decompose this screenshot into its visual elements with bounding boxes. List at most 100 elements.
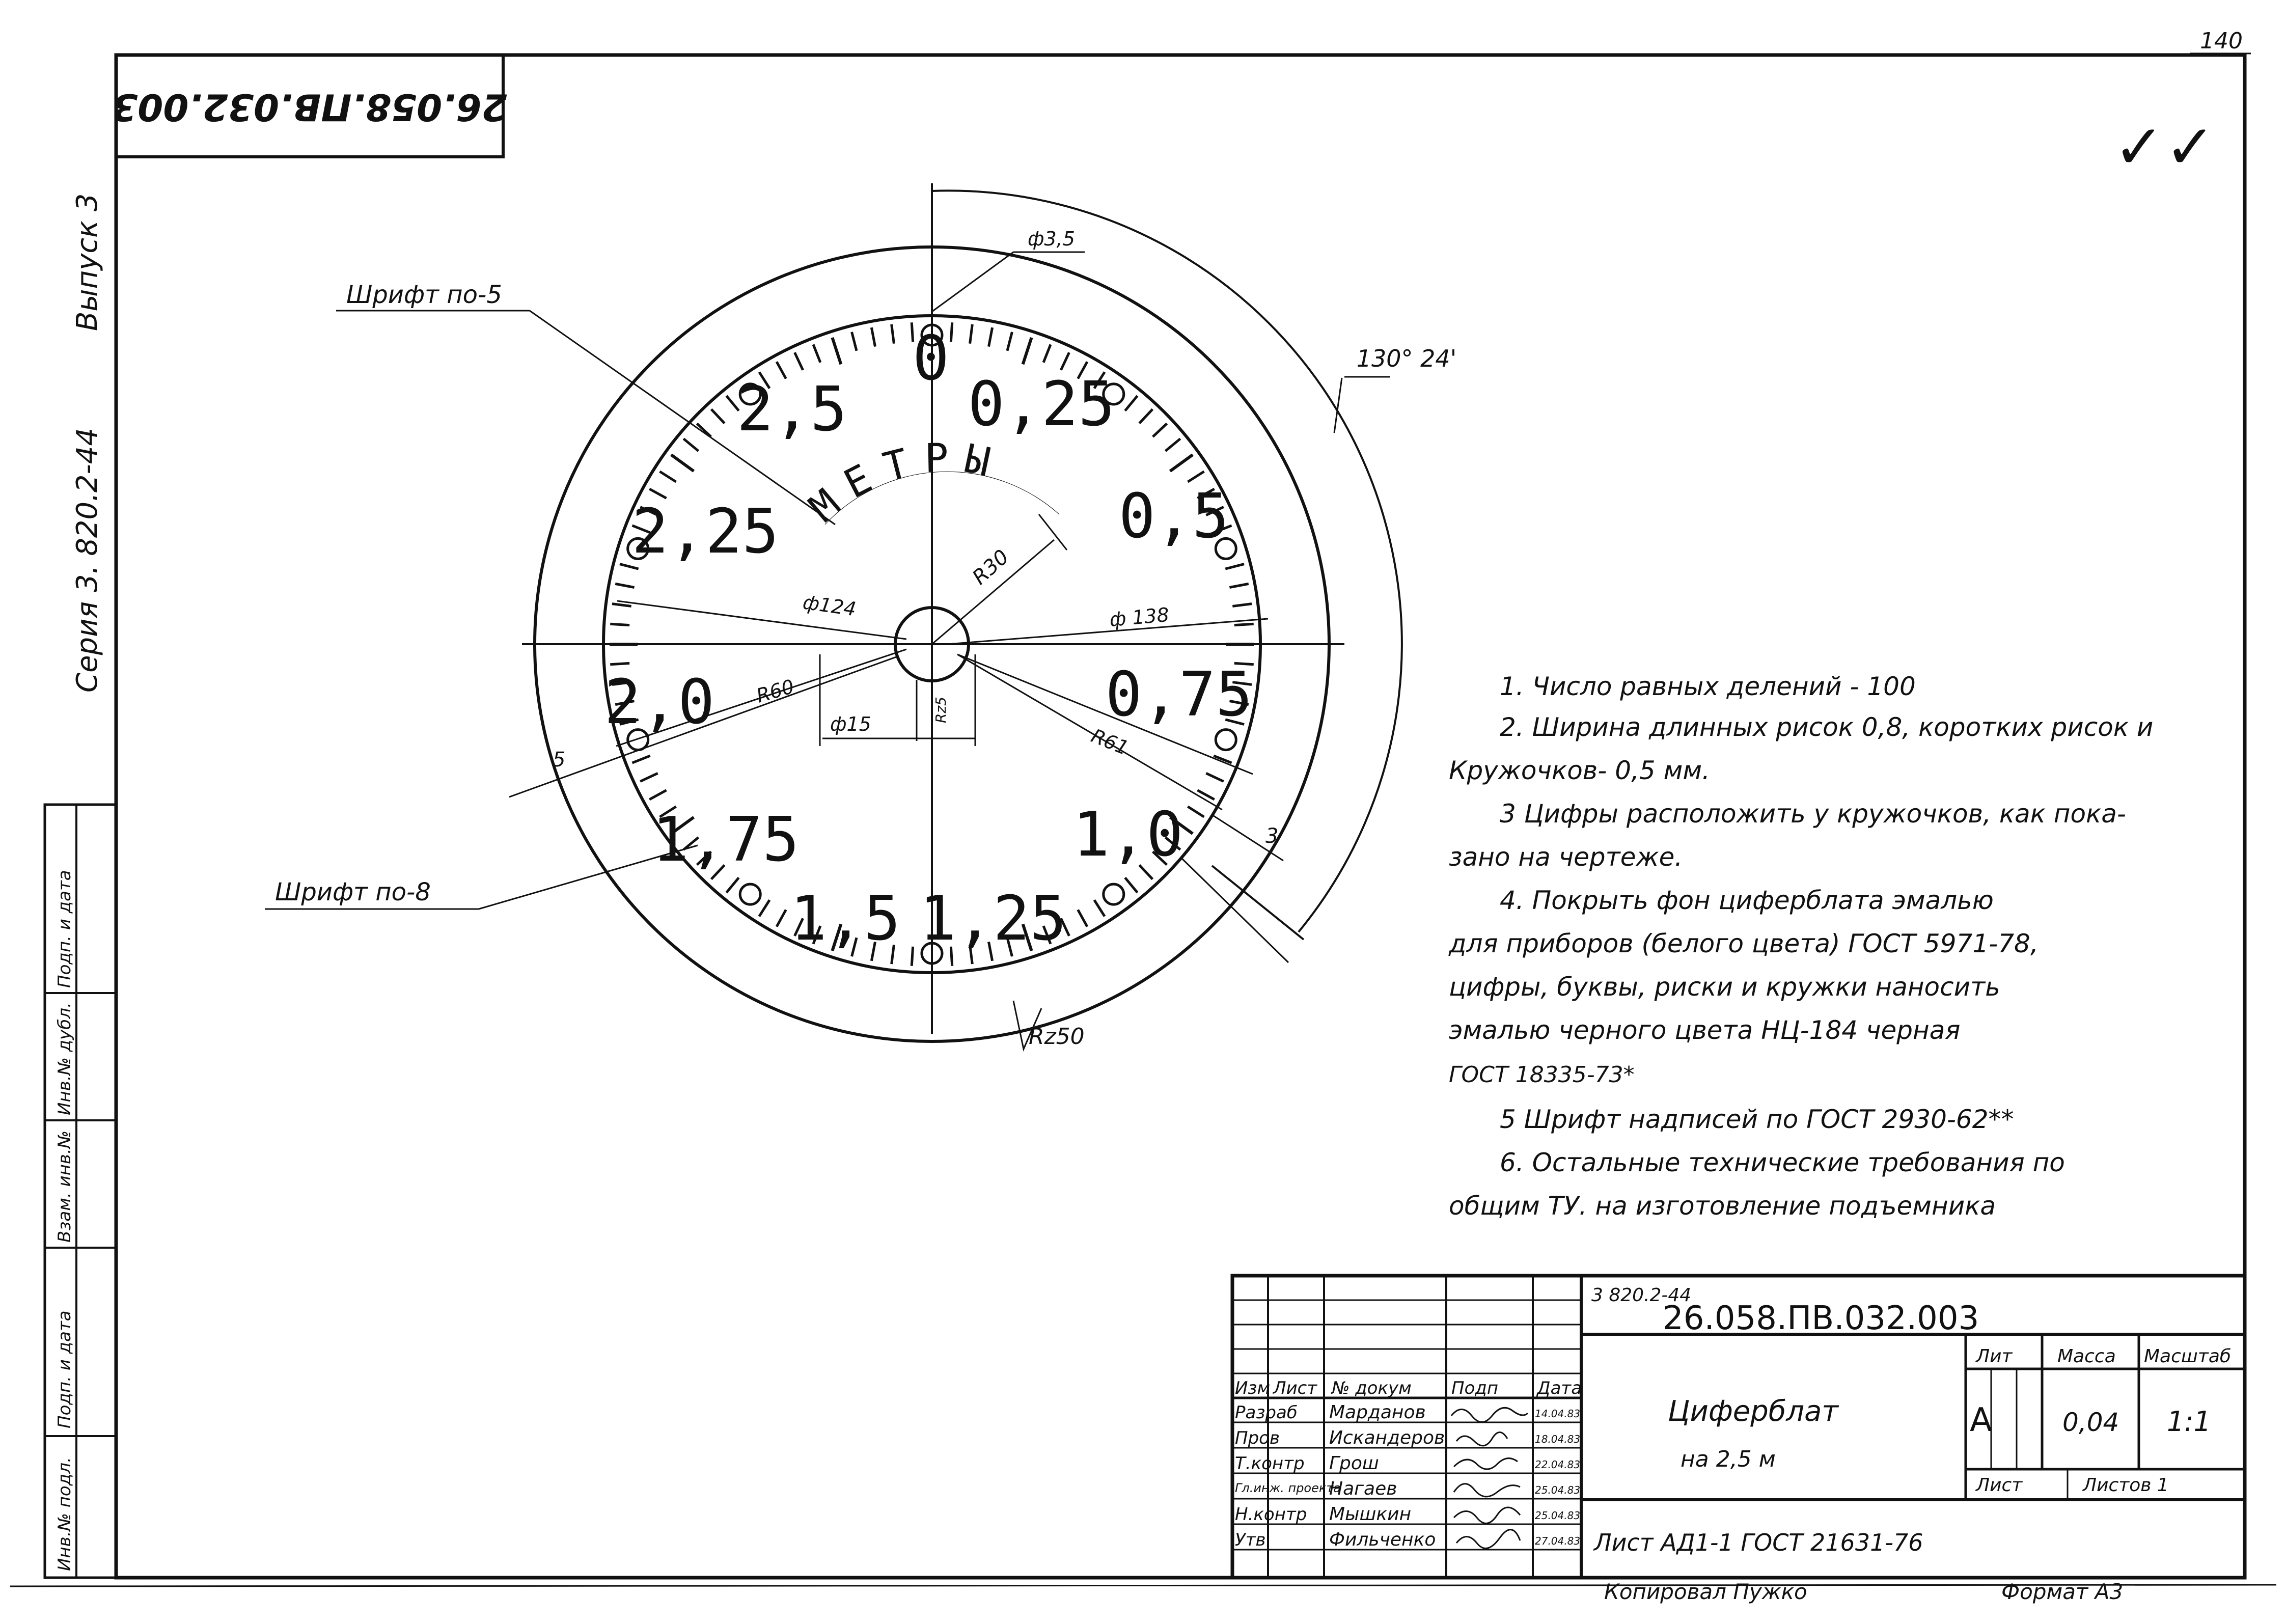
dial-tick bbox=[1197, 789, 1215, 801]
note-line-1: 1. Число равных делений - 100 bbox=[1500, 672, 1916, 701]
dial-tick bbox=[1006, 332, 1013, 351]
dial-tick bbox=[1234, 622, 1254, 627]
dial: 0 0,25 0,5 0,75 1,0 1,25 1,5 1,75 2,0 2,… bbox=[522, 183, 1344, 1043]
tb-date-0: 14.04.83 bbox=[1535, 1408, 1580, 1420]
dial-major-circle bbox=[1214, 537, 1237, 560]
tb-name-2: Грош bbox=[1329, 1453, 1379, 1474]
dial-title: МЕТРЫ bbox=[801, 435, 1008, 531]
dial-tick bbox=[1042, 925, 1052, 945]
dial-tick bbox=[696, 422, 712, 438]
dial-tick bbox=[1021, 337, 1033, 365]
dial-tick bbox=[831, 923, 843, 951]
dial-major-circle bbox=[738, 883, 762, 906]
dial-tick bbox=[1187, 470, 1205, 483]
dial-number-0: 0 bbox=[913, 323, 949, 394]
title-block: Изм Лист № докум Подп Дата Разраб Мардан… bbox=[1230, 1274, 2247, 1580]
dial-tick bbox=[758, 899, 771, 917]
tb-role-2: Т.контр bbox=[1235, 1453, 1305, 1474]
dial-tick bbox=[1225, 563, 1245, 570]
dial-tick bbox=[1225, 718, 1245, 726]
dim5-label: 5 bbox=[553, 748, 565, 772]
dial-number-2-25: 2,25 bbox=[632, 497, 779, 567]
tb-series: 3 820.2-44 bbox=[1591, 1285, 1691, 1306]
dial-tick bbox=[850, 937, 858, 957]
dial-number-1-75: 1,75 bbox=[652, 805, 800, 875]
dial-tick bbox=[670, 816, 695, 835]
dim3-label: 3 bbox=[1265, 824, 1278, 848]
dial-tick bbox=[812, 925, 822, 945]
tb-scale-label: Масштаб bbox=[2144, 1346, 2231, 1367]
dial-major-circles bbox=[626, 323, 1237, 965]
dial-tick bbox=[1006, 937, 1013, 957]
tb-name-3: Нагаев bbox=[1329, 1478, 1397, 1499]
dial-tick bbox=[758, 371, 771, 389]
dial-tick bbox=[682, 437, 700, 452]
dial-major-circle bbox=[1102, 883, 1125, 906]
margin-cell-0: Инв.№ подл. bbox=[54, 1457, 75, 1571]
dial-tick bbox=[1229, 582, 1249, 589]
tb-mass-label: Масса bbox=[2057, 1346, 2116, 1367]
dial-tick bbox=[1077, 361, 1089, 379]
dial-number-0-5: 0,5 bbox=[1119, 481, 1229, 552]
dial-tick bbox=[696, 850, 712, 866]
dial-tick bbox=[987, 941, 994, 961]
dial-tick bbox=[969, 944, 974, 965]
dial-tick bbox=[710, 408, 726, 424]
dial-tick bbox=[1187, 805, 1205, 818]
dial-tick bbox=[1164, 836, 1181, 851]
dial-major-circle bbox=[738, 382, 762, 406]
dial-tick bbox=[870, 941, 876, 961]
margin-cell-2: Взам. инв.№ bbox=[54, 1131, 75, 1243]
tb-lit-value: А bbox=[1970, 1401, 1992, 1439]
note-line-4: 3 Цифры расположить у кружочков, как пок… bbox=[1500, 799, 2126, 829]
margin-cell-1: Подп. и дата bbox=[54, 1310, 75, 1428]
page-number: 140 bbox=[2200, 28, 2243, 54]
dial-tick bbox=[793, 352, 804, 371]
font5-label: Шрифт по-5 bbox=[346, 281, 502, 309]
dial-tick bbox=[631, 524, 651, 534]
dial-tick bbox=[670, 453, 695, 473]
dial-tick bbox=[775, 361, 787, 379]
tb-scale-value: 1:1 bbox=[2167, 1406, 2211, 1438]
tb-name-1: Искандеров bbox=[1329, 1427, 1445, 1448]
tb-sheets-label: Листов 1 bbox=[2082, 1475, 2169, 1496]
dial-tick bbox=[949, 946, 954, 966]
r30-label: R30 bbox=[968, 545, 1013, 590]
hole-diameter-label: ф3,5 bbox=[1028, 228, 1075, 250]
dial-number-2-5: 2,5 bbox=[737, 374, 847, 445]
dial-tick bbox=[1093, 899, 1106, 917]
margin-series: Серия 3. 820.2-44 bbox=[71, 428, 104, 693]
dial-tick bbox=[1021, 923, 1033, 951]
left-margin: Серия 3. 820.2-44 Выпуск 3 Инв.№ подл. П… bbox=[43, 194, 118, 1579]
angle-label: 130° 24' bbox=[1357, 345, 1457, 372]
tb-date-5: 27.04.83 bbox=[1535, 1535, 1580, 1547]
dial-major-circle bbox=[1214, 728, 1237, 752]
technical-notes: 1. Число равных делений - 100 2. Ширина … bbox=[1448, 672, 2153, 1221]
note-line-13: общим ТУ. на изготовление подъемника bbox=[1449, 1191, 1996, 1221]
dial-tick bbox=[1213, 754, 1232, 764]
dial-tick bbox=[987, 327, 994, 347]
tb-name-line2: на 2,5 м bbox=[1681, 1446, 1776, 1472]
dial-tick bbox=[1152, 850, 1168, 866]
note-line-11: 5 Шрифт надписей по ГОСТ 2930-62** bbox=[1500, 1105, 2014, 1134]
tb-doc-number: 26.058.ПВ.032.003 bbox=[1663, 1300, 1979, 1337]
dial-tick bbox=[1205, 506, 1224, 516]
tb-sheet-label: Лист bbox=[1975, 1475, 2023, 1496]
dial-tick bbox=[1229, 700, 1249, 706]
dial-tick bbox=[1042, 344, 1052, 363]
check-marks: ✓✓ bbox=[2113, 112, 2216, 183]
dial-tick bbox=[612, 681, 632, 686]
dial-tick bbox=[1060, 352, 1070, 371]
dial-number-1-25: 1,25 bbox=[920, 884, 1067, 954]
d138-label: ф 138 bbox=[1109, 603, 1170, 631]
dial-tick bbox=[949, 322, 954, 342]
dial-number-1-0: 1,0 bbox=[1073, 800, 1183, 870]
dial-tick bbox=[725, 395, 740, 412]
dial-major-circle bbox=[920, 942, 944, 965]
tb-lit-label: Лит bbox=[1975, 1346, 2013, 1367]
tb-head-sign: Подп bbox=[1451, 1378, 1498, 1398]
dial-tick bbox=[619, 718, 639, 726]
dial-tick bbox=[1152, 422, 1168, 438]
dial-tick bbox=[1234, 662, 1254, 666]
tb-date-2: 22.04.83 bbox=[1535, 1458, 1580, 1471]
